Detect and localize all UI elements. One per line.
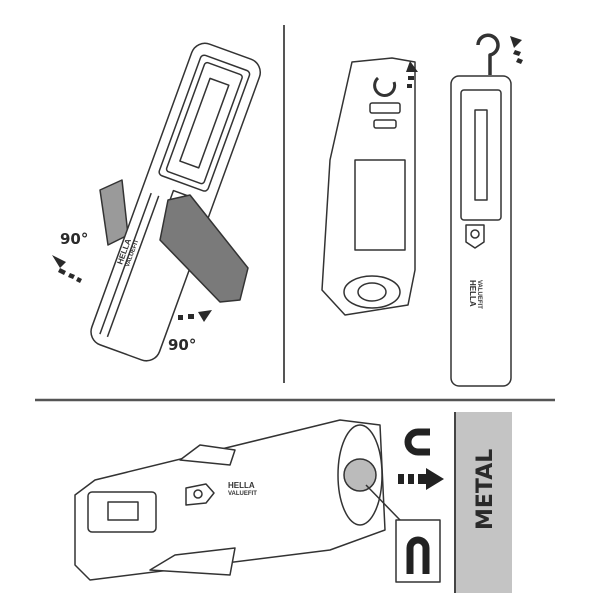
kickstand (159, 194, 249, 303)
metal-surface (456, 412, 512, 593)
magnet-icon (357, 282, 387, 302)
metal-label: METAL (473, 449, 498, 530)
magnet-brand-logo: HELLA VALUEFIT (228, 481, 257, 497)
svg-text:HELLA: HELLA (468, 280, 477, 307)
arrow-icon (52, 255, 212, 322)
magnet-icon (404, 428, 430, 574)
stand-lamp-illustration (90, 42, 261, 362)
svg-text:HELLA: HELLA (228, 481, 255, 490)
arrow-icon (398, 468, 444, 490)
svg-text:VALUEFIT: VALUEFIT (476, 280, 482, 309)
svg-text:VALUEFIT: VALUEFIT (228, 491, 257, 497)
magnet-lamp-illustration (74, 419, 441, 583)
angle-label-bottom: 90° (168, 336, 196, 354)
arrow-icon (406, 36, 523, 88)
power-button-icon (465, 224, 485, 249)
hook-icon (476, 33, 500, 75)
angle-label-top: 90° (60, 230, 88, 248)
power-button-icon (185, 483, 215, 506)
hook-lamp-front-illustration (450, 33, 512, 387)
hook-brand-logo: HELLA VALUEFIT (468, 280, 482, 309)
hook-lamp-back-illustration (321, 57, 416, 316)
